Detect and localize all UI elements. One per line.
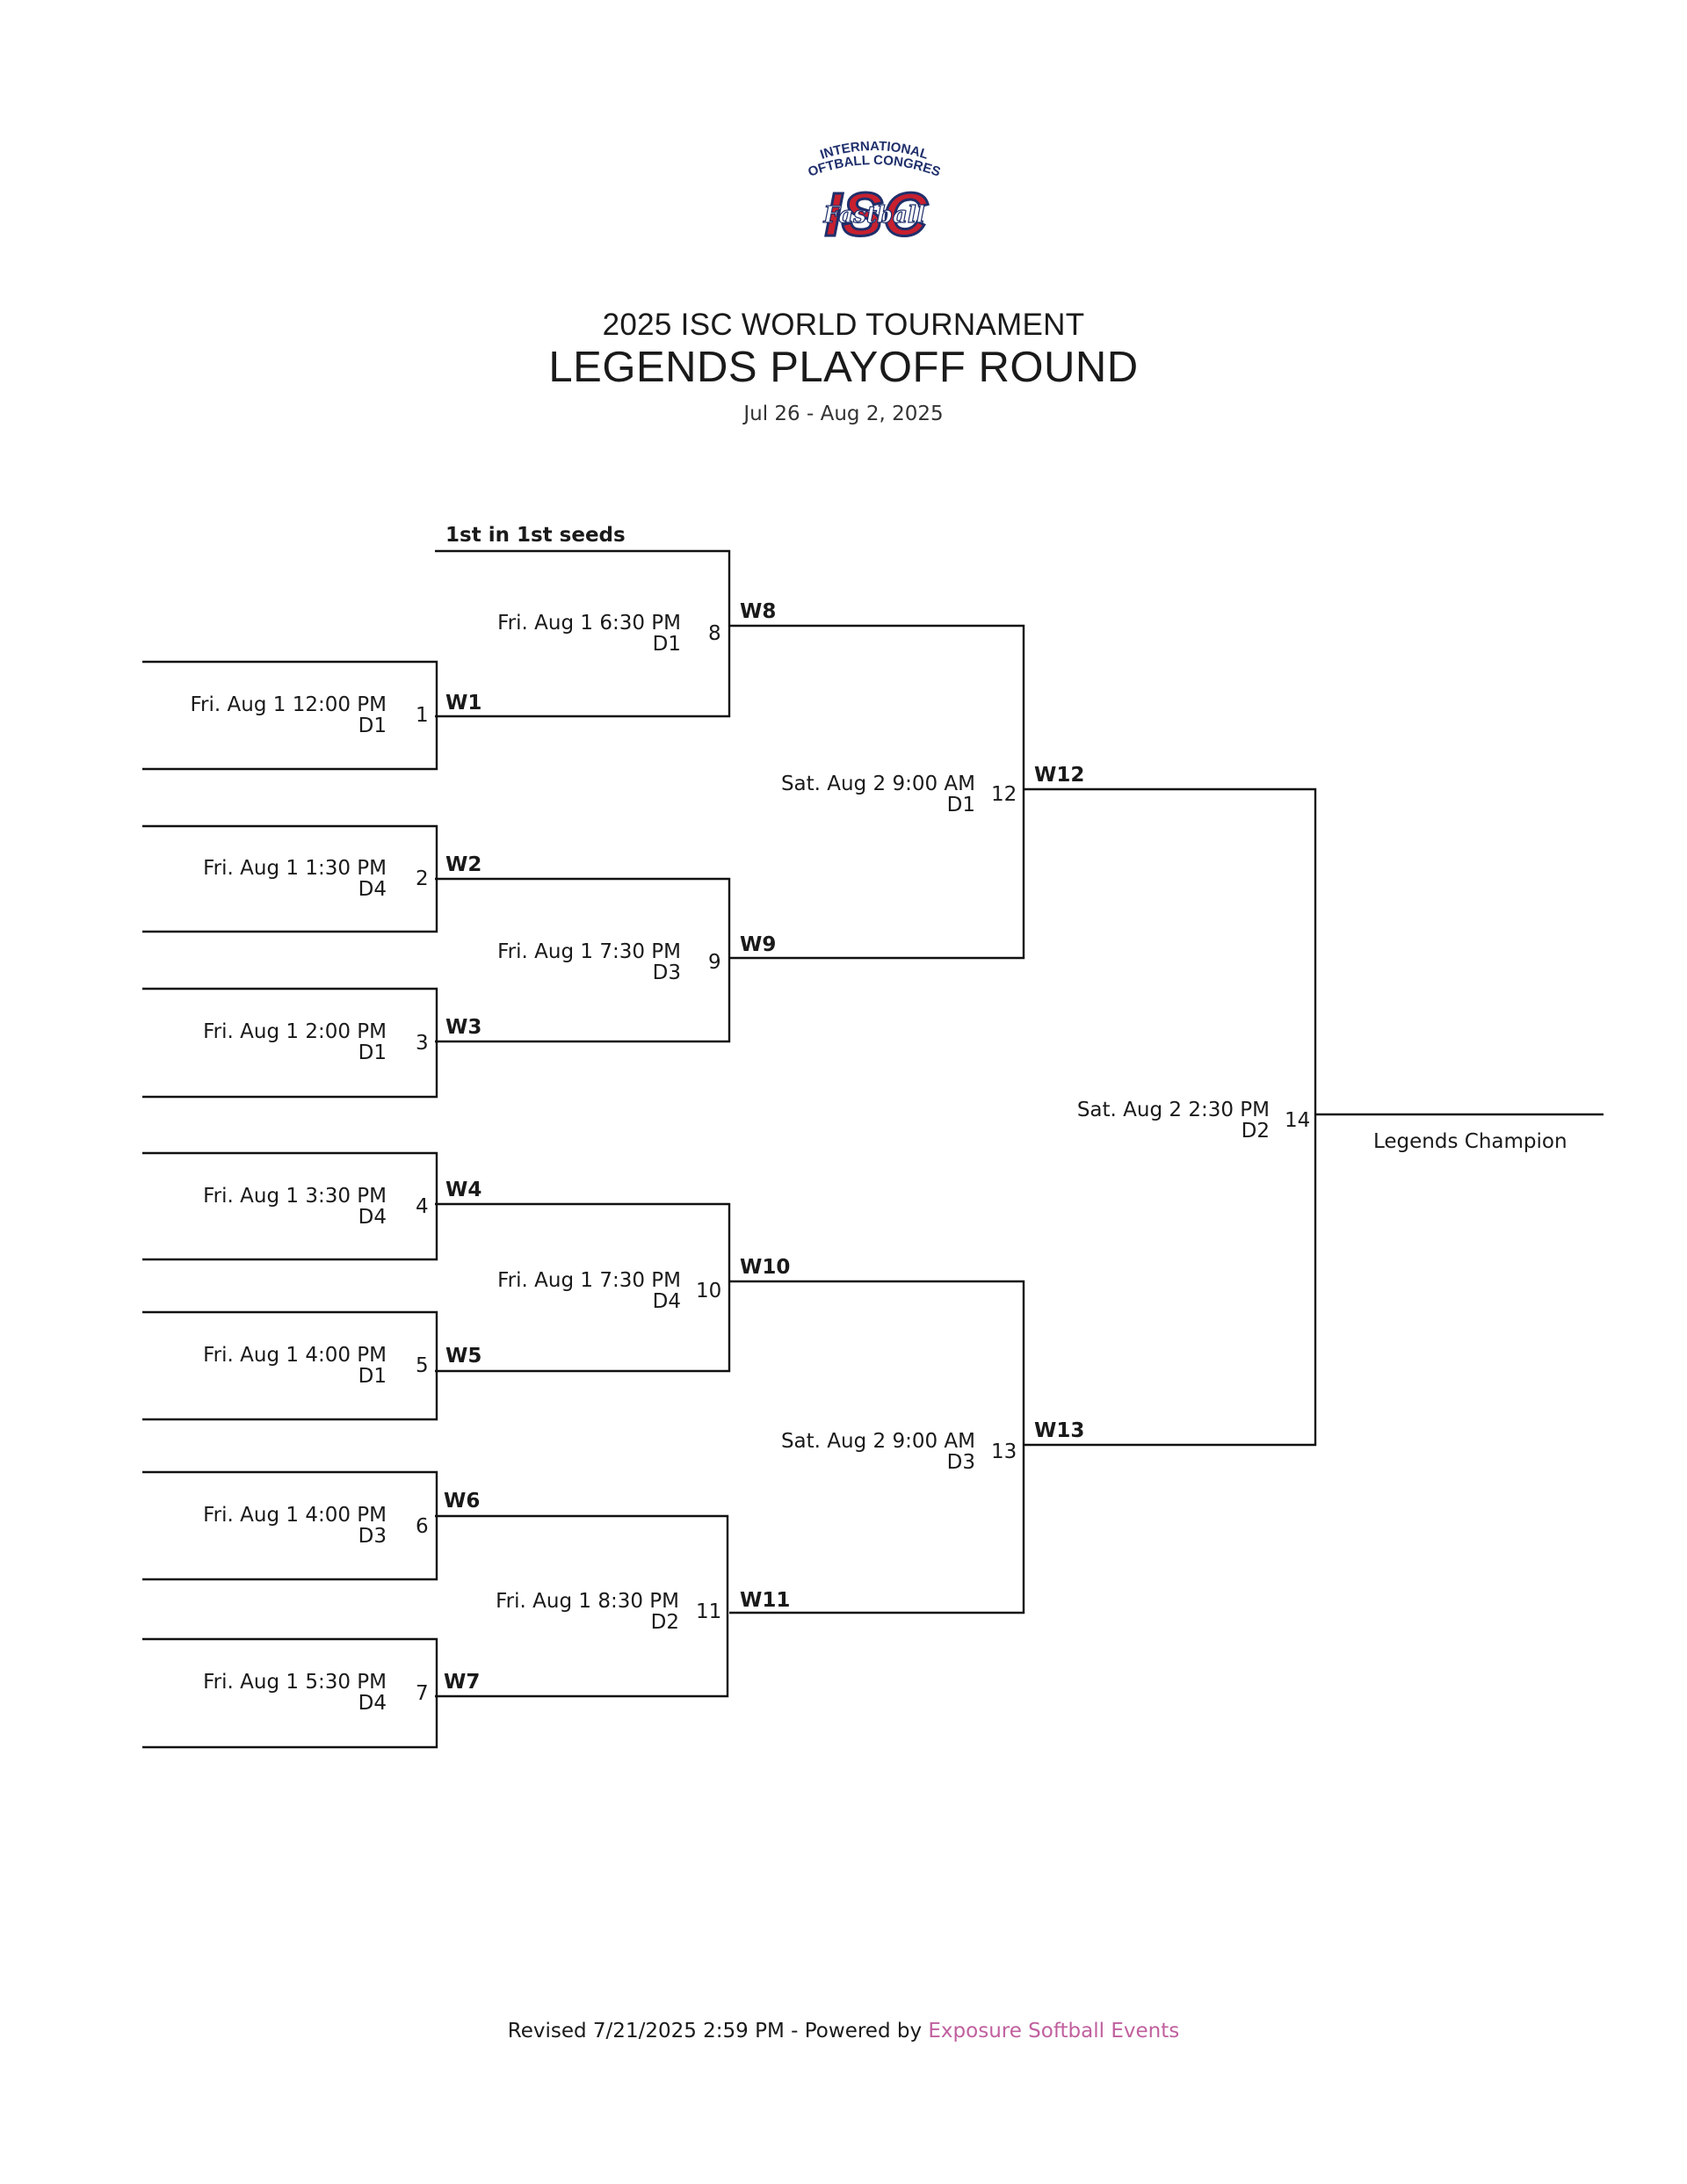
logo-text-script: Fastball [822, 202, 924, 229]
game-8-number: 8 [708, 622, 721, 645]
game-6-info: Fri. Aug 1 4:00 PM D3 [203, 1505, 387, 1547]
game-4-field: D4 [358, 1206, 387, 1229]
game-9-bracket [435, 877, 731, 1043]
winner-label-w8: W8 [740, 600, 777, 623]
game-1-field: D1 [358, 715, 387, 737]
game-10-number: 10 [696, 1280, 722, 1302]
game-14-number: 14 [1285, 1109, 1311, 1132]
game-5-box [142, 1310, 438, 1421]
game-7-field: D4 [358, 1692, 387, 1715]
game-12-datetime: Sat. Aug 2 9:00 AM [780, 773, 975, 795]
game-11-field: D2 [650, 1611, 679, 1634]
game-12-info: Sat. Aug 2 9:00 AM D1 [781, 773, 975, 816]
game-5-field: D1 [358, 1365, 387, 1388]
game-1-box [142, 660, 438, 771]
winner-label-w7: W7 [444, 1671, 481, 1694]
game-9-datetime: Fri. Aug 1 7:30 PM [497, 940, 681, 963]
date-range: Jul 26 - Aug 2, 2025 [743, 403, 944, 425]
winner-label-w1: W1 [445, 692, 482, 715]
game-13-datetime: Sat. Aug 2 9:00 AM [780, 1430, 975, 1453]
winner-label-w4: W4 [445, 1179, 482, 1201]
game-13-field: D3 [946, 1451, 975, 1474]
game-10-bracket [435, 1202, 731, 1373]
game-3-field: D1 [358, 1041, 387, 1064]
game-1-datetime: Fri. Aug 1 12:00 PM [190, 693, 387, 716]
footer: Revised 7/21/2025 2:59 PM - Powered by E… [0, 2020, 1687, 2043]
game-6-box [142, 1470, 438, 1581]
game-3-number: 3 [416, 1032, 429, 1055]
game-8-datetime: Fri. Aug 1 6:30 PM [497, 612, 681, 635]
game-10-info: Fri. Aug 1 7:30 PM D4 [497, 1270, 681, 1312]
game-4-datetime: Fri. Aug 1 3:30 PM [203, 1185, 387, 1208]
game-6-field: D3 [358, 1525, 387, 1548]
round-title: LEGENDS PLAYOFF ROUND [548, 344, 1139, 391]
game-13-number: 13 [991, 1440, 1017, 1463]
game-2-info: Fri. Aug 1 1:30 PM D4 [203, 858, 387, 900]
footer-revised: Revised 7/21/2025 2:59 PM - Powered by [507, 2020, 929, 2043]
game-2-number: 2 [416, 867, 429, 890]
game-11-bracket [435, 1514, 729, 1698]
exposure-link[interactable]: Exposure Softball Events [928, 2020, 1180, 2043]
winner-label-w2: W2 [445, 853, 482, 876]
tournament-title: 2025 ISC WORLD TOURNAMENT [602, 308, 1085, 342]
champion-label: Legends Champion [1373, 1130, 1568, 1153]
game-5-number: 5 [416, 1354, 429, 1377]
winner-label-w12: W12 [1034, 764, 1085, 787]
game-5-info: Fri. Aug 1 4:00 PM D1 [203, 1345, 387, 1387]
game-11-datetime: Fri. Aug 1 8:30 PM [496, 1590, 679, 1613]
game-10-field: D4 [652, 1290, 681, 1313]
game-7-datetime: Fri. Aug 1 5:30 PM [203, 1671, 387, 1694]
game-12-number: 12 [991, 783, 1017, 806]
winner-label-w5: W5 [445, 1345, 482, 1368]
game-10-datetime: Fri. Aug 1 7:30 PM [497, 1269, 681, 1292]
game-1-info: Fri. Aug 1 12:00 PM D1 [191, 694, 387, 736]
winner-label-w9: W9 [740, 933, 777, 956]
game-9-field: D3 [652, 961, 681, 984]
game-14-info: Sat. Aug 2 2:30 PM D2 [1077, 1099, 1270, 1142]
game-9-info: Fri. Aug 1 7:30 PM D3 [497, 941, 681, 983]
game-8-info: Fri. Aug 1 6:30 PM D1 [497, 613, 681, 655]
game-4-number: 4 [416, 1195, 429, 1218]
seed-line [435, 549, 731, 718]
game-2-datetime: Fri. Aug 1 1:30 PM [203, 857, 387, 880]
winner-label-w10: W10 [740, 1256, 791, 1279]
winner-label-w3: W3 [445, 1016, 482, 1039]
game-1-number: 1 [416, 704, 429, 727]
game-4-box [142, 1151, 438, 1261]
game-14-field: D2 [1241, 1120, 1270, 1143]
game-4-info: Fri. Aug 1 3:30 PM D4 [203, 1186, 387, 1228]
winner-label-w13: W13 [1034, 1419, 1085, 1442]
game-6-number: 6 [416, 1515, 429, 1538]
winner-label-w6: W6 [444, 1490, 481, 1513]
game-14-datetime: Sat. Aug 2 2:30 PM [1076, 1099, 1270, 1121]
game-3-datetime: Fri. Aug 1 2:00 PM [203, 1020, 387, 1043]
game-13-bracket [729, 1280, 1025, 1614]
game-7-box [142, 1637, 438, 1749]
seed-label: 1st in 1st seeds [445, 524, 626, 547]
game-12-to-14 [1024, 787, 1317, 1447]
game-2-box [142, 824, 438, 933]
game-9-number: 9 [708, 951, 721, 974]
game-8-field: D1 [652, 633, 681, 656]
winner-label-w11: W11 [740, 1589, 791, 1612]
game-11-info: Fri. Aug 1 8:30 PM D2 [496, 1591, 679, 1633]
game-7-info: Fri. Aug 1 5:30 PM D4 [203, 1672, 387, 1714]
logo-text-big: ISC [825, 180, 929, 249]
game-6-datetime: Fri. Aug 1 4:00 PM [203, 1504, 387, 1527]
game-3-box [142, 987, 438, 1099]
game-2-field: D4 [358, 878, 387, 901]
game-7-number: 7 [416, 1682, 429, 1705]
game-11-number: 11 [696, 1600, 722, 1623]
game-12-field: D1 [946, 794, 975, 816]
game-13-info: Sat. Aug 2 9:00 AM D3 [781, 1431, 975, 1473]
game-5-datetime: Fri. Aug 1 4:00 PM [203, 1344, 387, 1367]
game-8-bracket [729, 624, 1025, 960]
game-3-info: Fri. Aug 1 2:00 PM D1 [203, 1021, 387, 1063]
